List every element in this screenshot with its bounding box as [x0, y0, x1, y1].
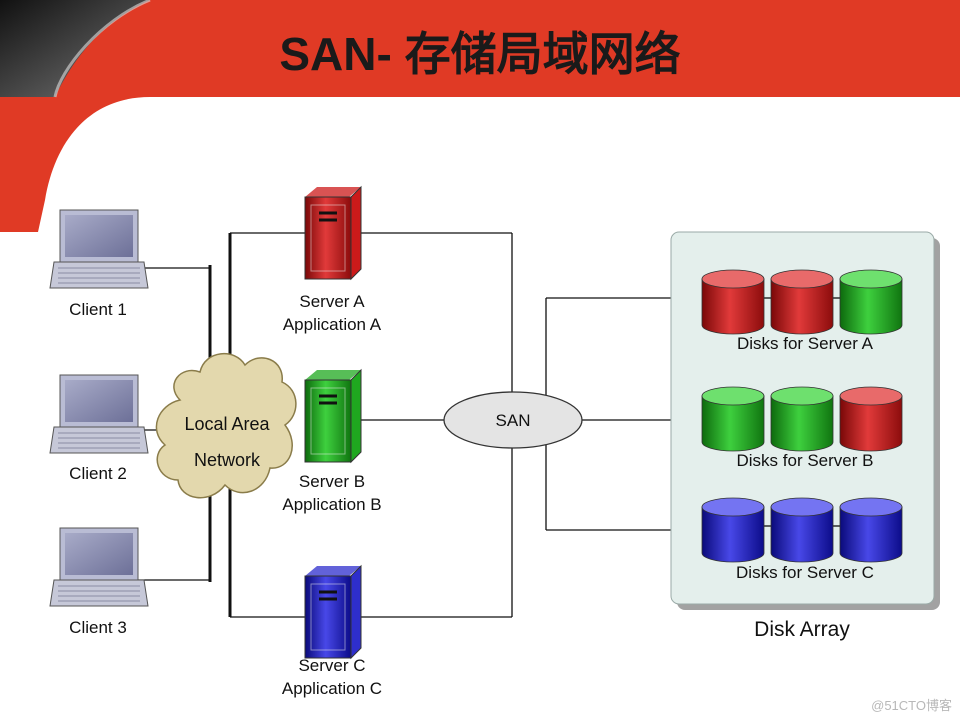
- server-a-app: Application A: [282, 315, 382, 334]
- page-title: SAN- 存储局域网络: [279, 28, 681, 80]
- laptop-icon: [49, 374, 149, 454]
- client-3-label: Client 3: [69, 618, 127, 637]
- banner-shape: [0, 0, 960, 232]
- watermark: @51CTO博客: [871, 698, 952, 713]
- san-ellipse: [443, 391, 583, 449]
- disk-group: [701, 269, 903, 335]
- laptop-icon: [49, 209, 149, 289]
- clients: [49, 209, 149, 607]
- banner-corner: [0, 0, 150, 97]
- client-1-label: Client 1: [69, 300, 127, 319]
- disk-icon: [701, 497, 765, 563]
- server-a-name: Server A: [299, 292, 365, 311]
- disk-group-a-label: Disks for Server A: [736, 334, 874, 353]
- header-banner: [0, 0, 960, 232]
- disk-array-label: Disk Array: [754, 618, 850, 641]
- cloud-shape: [155, 352, 297, 499]
- servers: [304, 185, 362, 660]
- disk-group: [701, 497, 903, 563]
- disk-icon: [839, 386, 903, 452]
- disk-group: [701, 386, 903, 452]
- server-b-name: Server B: [298, 472, 366, 491]
- server-icon: [304, 564, 362, 660]
- disk-group-b-label: Disks for Server B: [736, 451, 874, 470]
- disk-icon: [770, 386, 834, 452]
- laptop-icon: [49, 527, 149, 607]
- san-label: SAN: [495, 411, 531, 430]
- server-c-name: Server C: [298, 656, 366, 675]
- disk-icon: [701, 386, 765, 452]
- lan-label-line1: Local Area: [184, 414, 270, 434]
- server-icon: [304, 368, 362, 464]
- disk-icon: [839, 497, 903, 563]
- server-c-app: Application C: [281, 679, 383, 698]
- disk-groups: [701, 269, 903, 563]
- lan-label-line2: Network: [193, 450, 260, 470]
- disk-icon: [770, 497, 834, 563]
- server-b-app: Application B: [282, 495, 382, 514]
- server-icon: [304, 185, 362, 281]
- disk-group-c-label: Disks for Server C: [736, 563, 874, 582]
- disk-icon: [770, 269, 834, 335]
- disk-icon: [701, 269, 765, 335]
- client-2-label: Client 2: [69, 464, 127, 483]
- banner-swoosh: [53, 0, 151, 98]
- disk-icon: [839, 269, 903, 335]
- lan-cloud: [155, 352, 297, 499]
